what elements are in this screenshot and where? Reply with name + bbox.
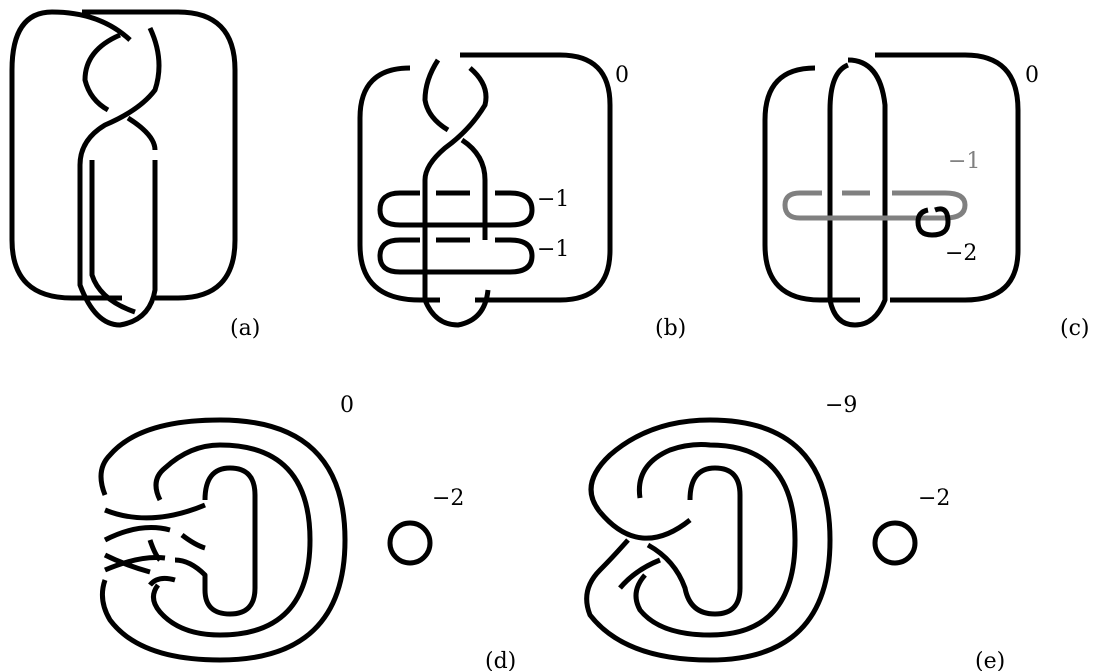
panel-a-right-strand bbox=[82, 32, 158, 151]
panel-d-inner-loop bbox=[174, 465, 258, 617]
panel-b-upper-loop bbox=[377, 190, 535, 228]
panel-a-lower-strand bbox=[89, 160, 136, 315]
panel-d-unknot bbox=[387, 520, 433, 566]
panel-d-twist-strand-4 bbox=[147, 539, 176, 587]
panel-e: −9 −2 (e) bbox=[584, 393, 1005, 671]
panel-c-hairpin bbox=[827, 57, 888, 328]
panel-e-crossing-strand bbox=[598, 510, 692, 590]
panel-e-outer-band bbox=[584, 417, 833, 663]
panel-c-outer-loop bbox=[762, 52, 1021, 303]
panel-d-framing-unknot: −2 bbox=[432, 486, 464, 511]
panel-d-framing-outer: 0 bbox=[340, 393, 354, 418]
panel-a: (a) bbox=[9, 9, 260, 341]
panel-d-twist-strand-1 bbox=[104, 502, 206, 521]
panel-b-framing-upper: −1 bbox=[537, 187, 569, 212]
panel-e-framing-unknot: −2 bbox=[918, 486, 950, 511]
panel-e-framing-outer: −9 bbox=[825, 393, 857, 418]
panel-c-small-loop bbox=[915, 206, 951, 238]
panel-d-outer-band bbox=[98, 417, 348, 663]
panel-d-twist-strand-2 bbox=[103, 525, 206, 551]
panel-a-caption: (a) bbox=[230, 316, 260, 341]
panel-b-caption: (b) bbox=[655, 316, 686, 341]
panel-e-inner-loop bbox=[646, 465, 743, 617]
panel-c-caption: (c) bbox=[1060, 316, 1090, 341]
panel-e-middle-band bbox=[633, 442, 798, 638]
panel-d-caption: (d) bbox=[485, 649, 516, 671]
panel-d-middle-band bbox=[151, 442, 313, 638]
panel-b-lower-loop bbox=[377, 237, 535, 275]
panel-b: 0 −1 −1 (b) bbox=[357, 52, 686, 341]
panel-e-caption: (e) bbox=[975, 649, 1005, 671]
panel-c-framing-gray: −1 bbox=[948, 149, 980, 174]
panel-b-twist-top bbox=[422, 58, 488, 240]
panel-c-framing-outer: 0 bbox=[1025, 63, 1039, 88]
panel-a-left-strand bbox=[77, 26, 162, 328]
panel-c-gray-loop bbox=[782, 190, 968, 221]
panel-b-outer-loop bbox=[357, 52, 613, 303]
panel-b-framing-lower: −1 bbox=[537, 237, 569, 262]
panel-e-unknot bbox=[872, 520, 918, 566]
panel-b-twist-cross bbox=[422, 66, 491, 328]
panel-b-framing-outer: 0 bbox=[615, 63, 629, 88]
panel-a-outer-loop bbox=[9, 9, 238, 301]
panel-c: 0 −1 −2 (c) bbox=[762, 52, 1090, 341]
panel-d: 0 −2 (d) bbox=[98, 393, 516, 671]
panel-c-framing-small: −2 bbox=[945, 241, 977, 266]
